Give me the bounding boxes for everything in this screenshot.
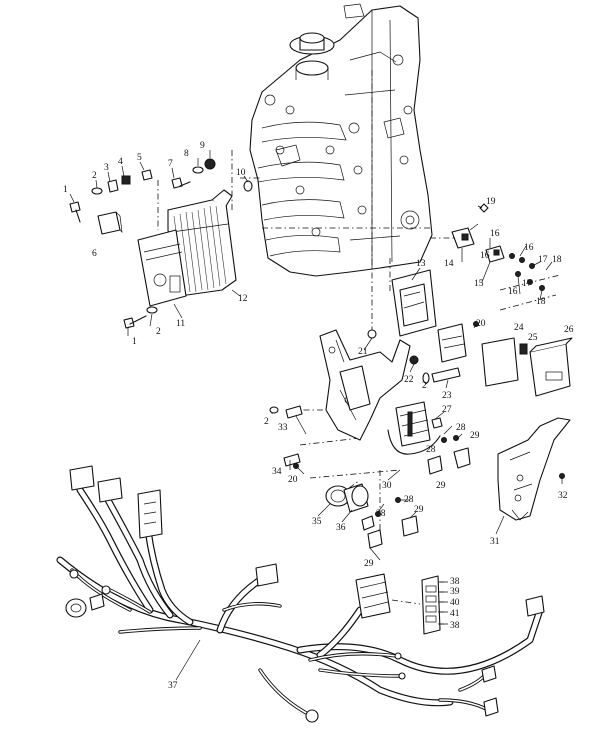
callout-26: 26 [564,325,574,335]
callout-6: 6 [92,249,97,259]
callout-39: 39 [450,587,460,597]
callout-34: 34 [272,467,282,477]
callout-28-d: 28 [404,495,414,505]
callout-4: 4 [118,157,123,167]
callout-3: 3 [104,163,109,173]
callout-29-c: 29 [364,559,374,569]
callout-19: 19 [486,197,496,207]
callout-28-c: 28 [376,509,386,519]
engine-block [249,3,433,277]
callout-1: 1 [63,185,68,195]
callout-15: 15 [474,279,484,289]
callout-22: 22 [404,375,414,385]
callout-31: 31 [490,537,500,547]
callout-17-b: 17 [522,279,532,289]
callout-30: 30 [382,481,392,491]
callout-38-a: 38 [450,577,460,587]
callout-29-b: 29 [436,481,446,491]
callout-11: 11 [176,319,185,329]
relay-assembly [387,401,471,475]
callout-16-b: 16 [480,251,490,261]
callout-16-c: 16 [524,243,534,253]
callout-14: 14 [444,259,454,269]
cover-group [481,337,573,397]
boot-grommet-group [325,483,419,549]
callout-2-left: 2 [264,417,269,427]
callout-10: 10 [236,168,246,178]
callout-23: 23 [442,391,452,401]
callout-29-a: 29 [470,431,480,441]
callout-33: 33 [278,423,288,433]
callout-41: 41 [450,609,460,619]
callout-2-mid: 2 [422,381,427,391]
callout-20-lower: 20 [288,475,298,485]
callout-18-b: 18 [536,297,546,307]
callout-7: 7 [168,159,173,169]
callout-1-lower: 1 [132,337,137,347]
callout-35: 35 [312,517,322,527]
callout-24: 24 [514,323,524,333]
callout-28-a: 28 [456,423,466,433]
callout-17-a: 17 [538,255,548,265]
callout-2-lower: 2 [156,327,161,337]
callout-8: 8 [184,149,189,159]
callout-20-upper: 20 [476,319,486,329]
callout-5: 5 [137,153,142,163]
callout-leaders [69,150,563,681]
cdi-bracket-group [69,158,253,329]
connector-20 [437,321,479,363]
callout-36: 36 [336,523,346,533]
callout-37: 37 [168,681,178,691]
callout-29-d: 29 [414,505,424,515]
callout-16-a: 16 [490,229,500,239]
main-mount-plate [269,329,461,441]
callout-38-b: 38 [450,621,460,631]
callout-16-d: 16 [508,287,518,297]
callout-40: 40 [450,598,460,608]
callout-27: 27 [442,405,452,415]
callout-2: 2 [92,171,97,181]
callout-21: 21 [358,347,368,357]
callout-9: 9 [200,141,205,151]
sensor-group [451,203,545,291]
callout-25: 25 [528,333,538,343]
callout-12: 12 [238,294,248,304]
wire-harness [56,465,545,723]
callout-32: 32 [558,491,568,501]
callout-28-b: 28 [426,445,436,455]
callout-labels: 1 2 3 4 5 6 7 8 9 10 12 11 1 2 19 16 16 … [63,141,574,691]
mounting-bracket-13 [391,269,437,337]
callout-13: 13 [416,259,426,269]
clip-34 [283,453,301,469]
callout-18-a: 18 [552,255,562,265]
bracket-31 [497,417,571,521]
